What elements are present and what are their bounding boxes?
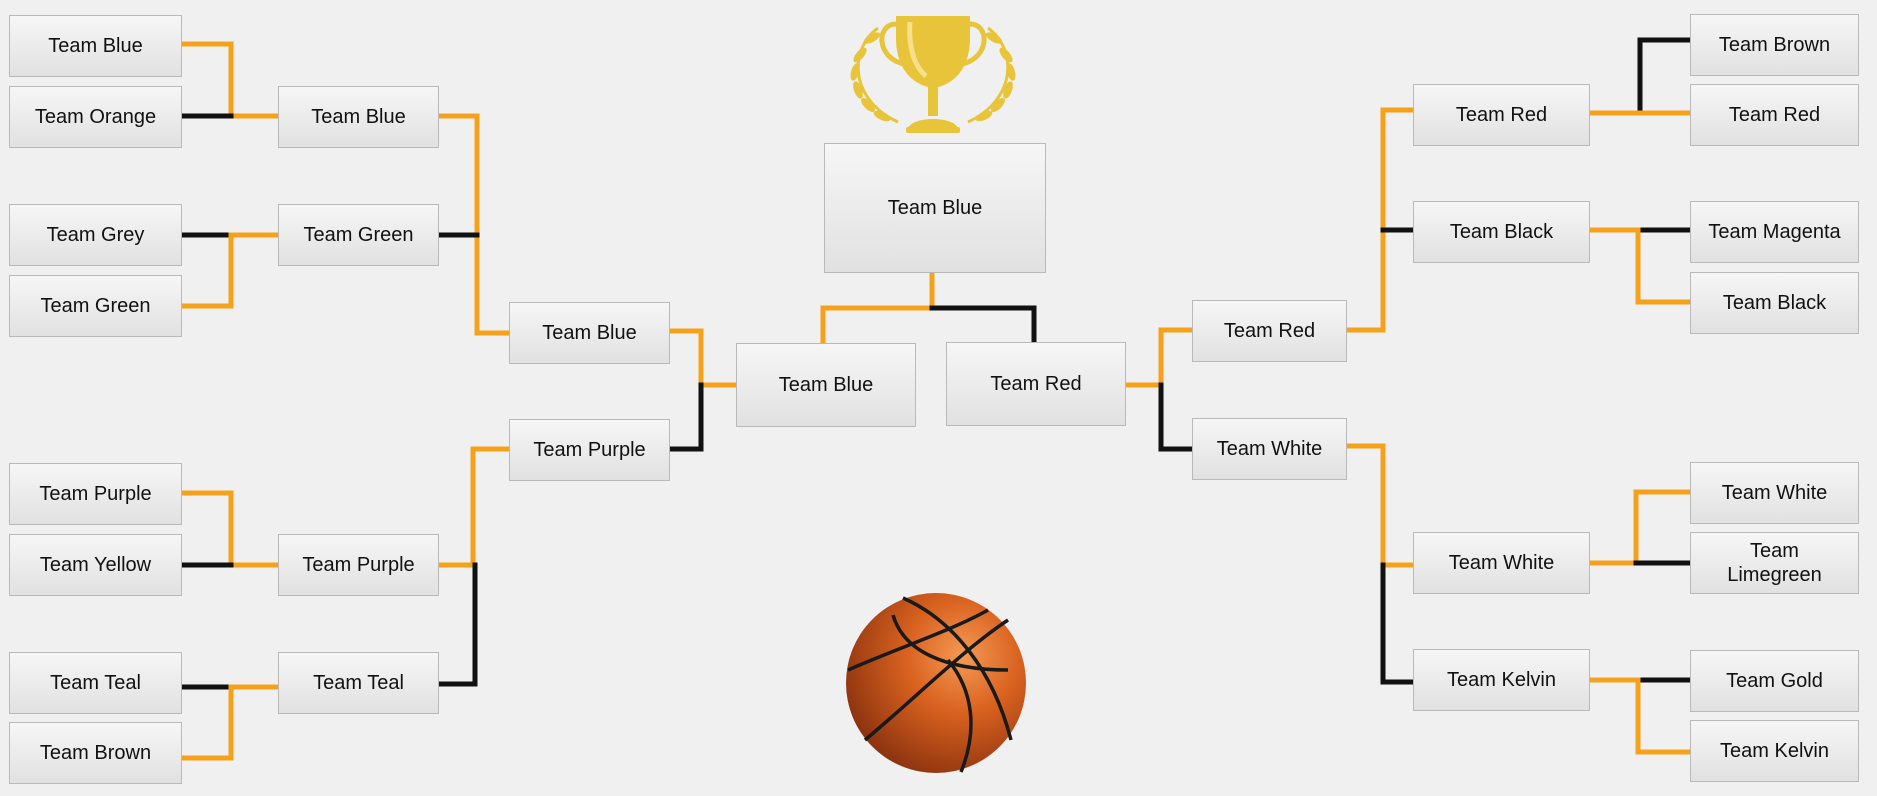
team-name: Team Blue [778, 374, 874, 396]
team-name: Team Black [1449, 221, 1554, 243]
team-slot[interactable]: Team Kelvin [1413, 649, 1590, 711]
basketball-icon [843, 590, 1029, 776]
team-slot[interactable]: Team Red [1413, 84, 1590, 146]
team-name: Team Green [303, 224, 414, 246]
team-name: Team Magenta [1708, 221, 1841, 243]
team-slot[interactable]: Team Orange [9, 86, 182, 148]
team-name: Team Purple [302, 554, 415, 576]
team-slot[interactable]: Team Blue [9, 15, 182, 77]
team-slot[interactable]: Team Red [1192, 300, 1347, 362]
team-slot[interactable]: Team Gold [1690, 650, 1859, 712]
team-name: Team Kelvin [1447, 669, 1556, 691]
right-finalist-slot[interactable]: Team Red [946, 342, 1126, 426]
team-name: Team Brown [1718, 34, 1831, 56]
team-name: Team Red [1223, 320, 1316, 342]
team-name: Team Orange [34, 106, 157, 128]
line-loser [1158, 382, 1195, 452]
team-slot[interactable]: Team Purple [9, 463, 182, 525]
line-loser [1380, 562, 1416, 685]
team-name: Team Blue [887, 197, 983, 219]
line-winner [667, 328, 739, 388]
line-loser [929, 305, 1037, 345]
trophy-icon [838, 10, 1028, 138]
line-winner [436, 113, 512, 336]
team-slot[interactable]: Team Teal [9, 652, 182, 714]
line-loser [667, 382, 704, 452]
team-name: Team Teal [313, 672, 404, 694]
line-winner [1587, 677, 1693, 755]
team-name: Team Black [1722, 292, 1827, 314]
team-slot[interactable]: Team Green [278, 204, 439, 266]
line-winner [1345, 443, 1416, 568]
team-slot[interactable]: Team Magenta [1690, 201, 1859, 263]
left-finalist-slot[interactable]: Team Blue [736, 343, 916, 427]
team-slot[interactable]: Team Blue [509, 302, 670, 364]
team-slot[interactable]: Team Purple [278, 534, 439, 596]
line-winner [1587, 489, 1693, 566]
team-name: Team Blue [542, 322, 637, 344]
team-name: Team Green [40, 295, 151, 317]
line-winner [1587, 227, 1693, 305]
team-name: Team Purple [533, 439, 646, 461]
team-name: Team Red [1455, 104, 1548, 126]
team-slot[interactable]: Team Teal [278, 652, 439, 714]
team-slot[interactable]: Team White [1192, 418, 1347, 480]
team-slot[interactable]: Team White [1413, 532, 1590, 594]
team-name: Team White [1448, 552, 1555, 574]
team-name: Team White [1721, 482, 1828, 504]
team-slot[interactable]: Team White [1690, 462, 1859, 524]
line-winner [179, 232, 281, 309]
line-winner [1345, 107, 1416, 333]
team-name: Team Red [990, 373, 1082, 395]
line-loser [1637, 37, 1693, 116]
line-winner [436, 446, 512, 568]
line-winner [179, 684, 281, 761]
team-slot[interactable]: Team Black [1690, 272, 1859, 334]
line-winner [179, 490, 281, 568]
team-name: Team Limegreen [1727, 540, 1822, 586]
team-slot[interactable]: Team Brown [1690, 14, 1859, 76]
team-name: Team White [1216, 438, 1323, 460]
team-slot[interactable]: Team Purple [509, 419, 670, 481]
line-winner [179, 41, 281, 119]
team-name: Team Blue [48, 35, 143, 57]
team-name: Team Red [1728, 104, 1821, 126]
team-slot[interactable]: Team Black [1413, 201, 1590, 263]
team-slot[interactable]: Team Kelvin [1690, 720, 1859, 782]
team-slot[interactable]: Team Blue [278, 86, 439, 148]
line-winner [820, 269, 935, 346]
team-slot[interactable]: Team Grey [9, 204, 182, 266]
champion-slot[interactable]: Team Blue [824, 143, 1046, 273]
team-name: Team Gold [1726, 670, 1823, 692]
team-slot[interactable]: Team Green [9, 275, 182, 337]
line-winner [1124, 327, 1195, 388]
team-slot[interactable]: Team Brown [9, 722, 182, 784]
team-slot[interactable]: Team Limegreen [1690, 532, 1859, 594]
team-name: Team Grey [46, 224, 145, 246]
team-name: Team Brown [39, 742, 152, 764]
team-name: Team Kelvin [1720, 740, 1829, 762]
team-slot[interactable]: Team Yellow [9, 534, 182, 596]
team-name: Team Teal [50, 672, 141, 694]
team-name: Team Yellow [39, 554, 152, 576]
team-slot[interactable]: Team Red [1690, 84, 1859, 146]
team-name: Team Blue [311, 106, 406, 128]
team-name: Team Purple [39, 483, 152, 505]
line-loser [436, 562, 478, 687]
